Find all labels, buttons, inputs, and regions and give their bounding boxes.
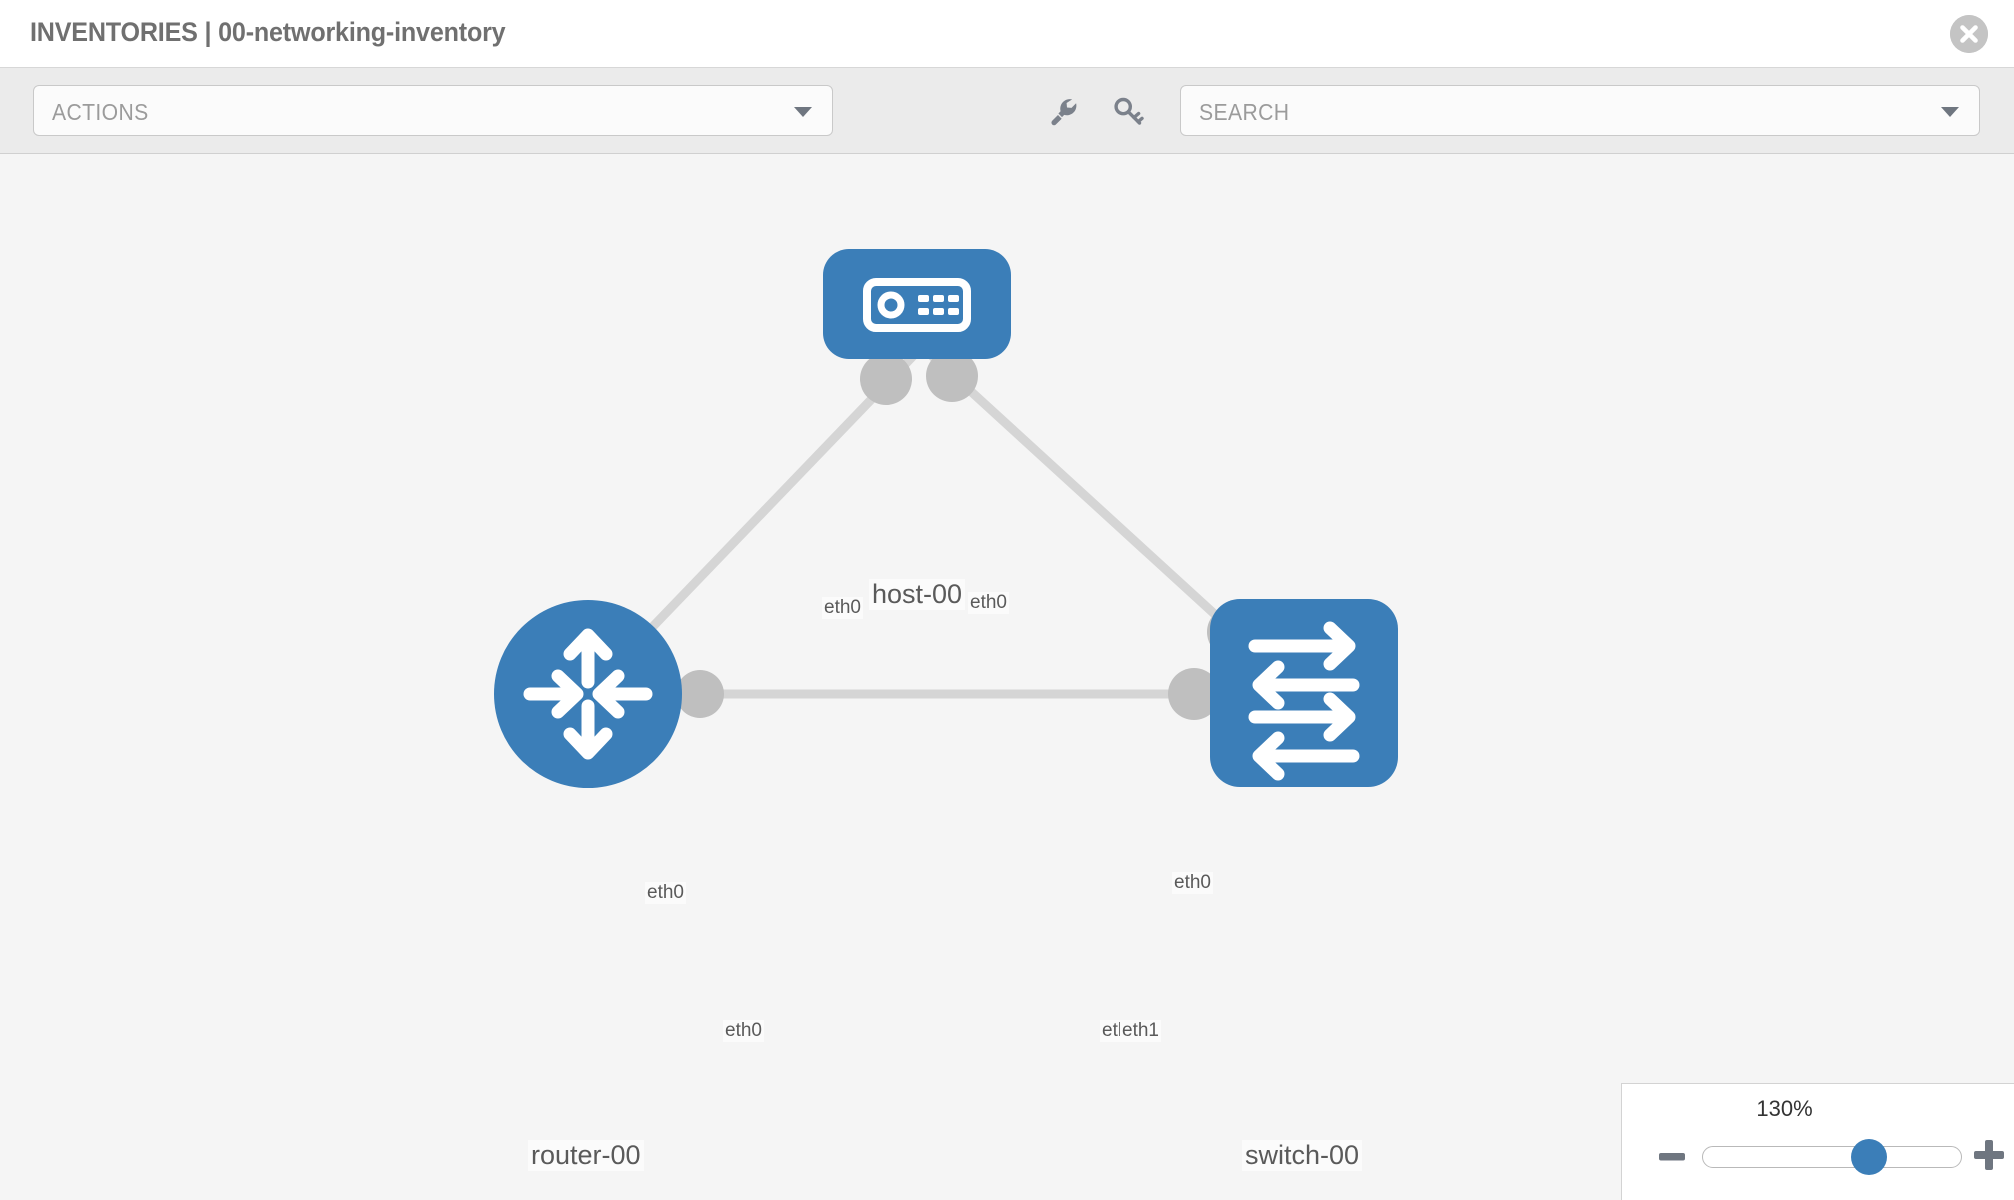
zoom-control-panel: 130% (1621, 1083, 2014, 1200)
node-host-00-hit[interactable] (823, 249, 1011, 359)
zoom-slider-track[interactable] (1702, 1146, 1962, 1168)
port-switch-left (1168, 668, 1220, 720)
page-title: INVENTORIES | 00-networking-inventory (30, 17, 506, 47)
chevron-down-icon[interactable] (1941, 107, 1959, 117)
page-header: INVENTORIES | 00-networking-inventory (0, 0, 2014, 68)
zoom-out-button[interactable] (1657, 1142, 1687, 1172)
node-router-00 (494, 600, 682, 788)
toolbar: ACTIONS SEARCH (0, 68, 2014, 154)
topology-links (584, 350, 1306, 699)
wrench-icon[interactable] (1043, 92, 1083, 132)
search-placeholder: SEARCH (1199, 99, 1290, 125)
node-switch-00 (1210, 599, 1398, 787)
node-host-00 (823, 249, 1011, 359)
close-icon[interactable] (1950, 15, 1988, 53)
zoom-slider-thumb[interactable] (1851, 1139, 1887, 1175)
key-icon[interactable] (1108, 92, 1148, 132)
topology-ports (676, 350, 1259, 720)
zoom-level-label: 130% (1756, 1096, 1813, 1121)
actions-dropdown[interactable]: ACTIONS (33, 85, 833, 136)
port-host-right (926, 350, 978, 402)
node-switch-00-hit[interactable] (1210, 599, 1398, 787)
port-host-left (860, 353, 912, 405)
chevron-down-icon (794, 107, 812, 117)
actions-dropdown-label: ACTIONS (52, 99, 149, 125)
node-router-00-hit[interactable] (494, 600, 682, 788)
port-router-right (676, 670, 724, 718)
topology-graph (494, 249, 1398, 788)
search-input[interactable]: SEARCH (1180, 85, 1980, 136)
topology-canvas[interactable]: eth0 eth0 eth0 eth0 eth0 etl eth1 host-0… (0, 154, 2014, 1200)
zoom-in-button[interactable] (1972, 1138, 2006, 1172)
